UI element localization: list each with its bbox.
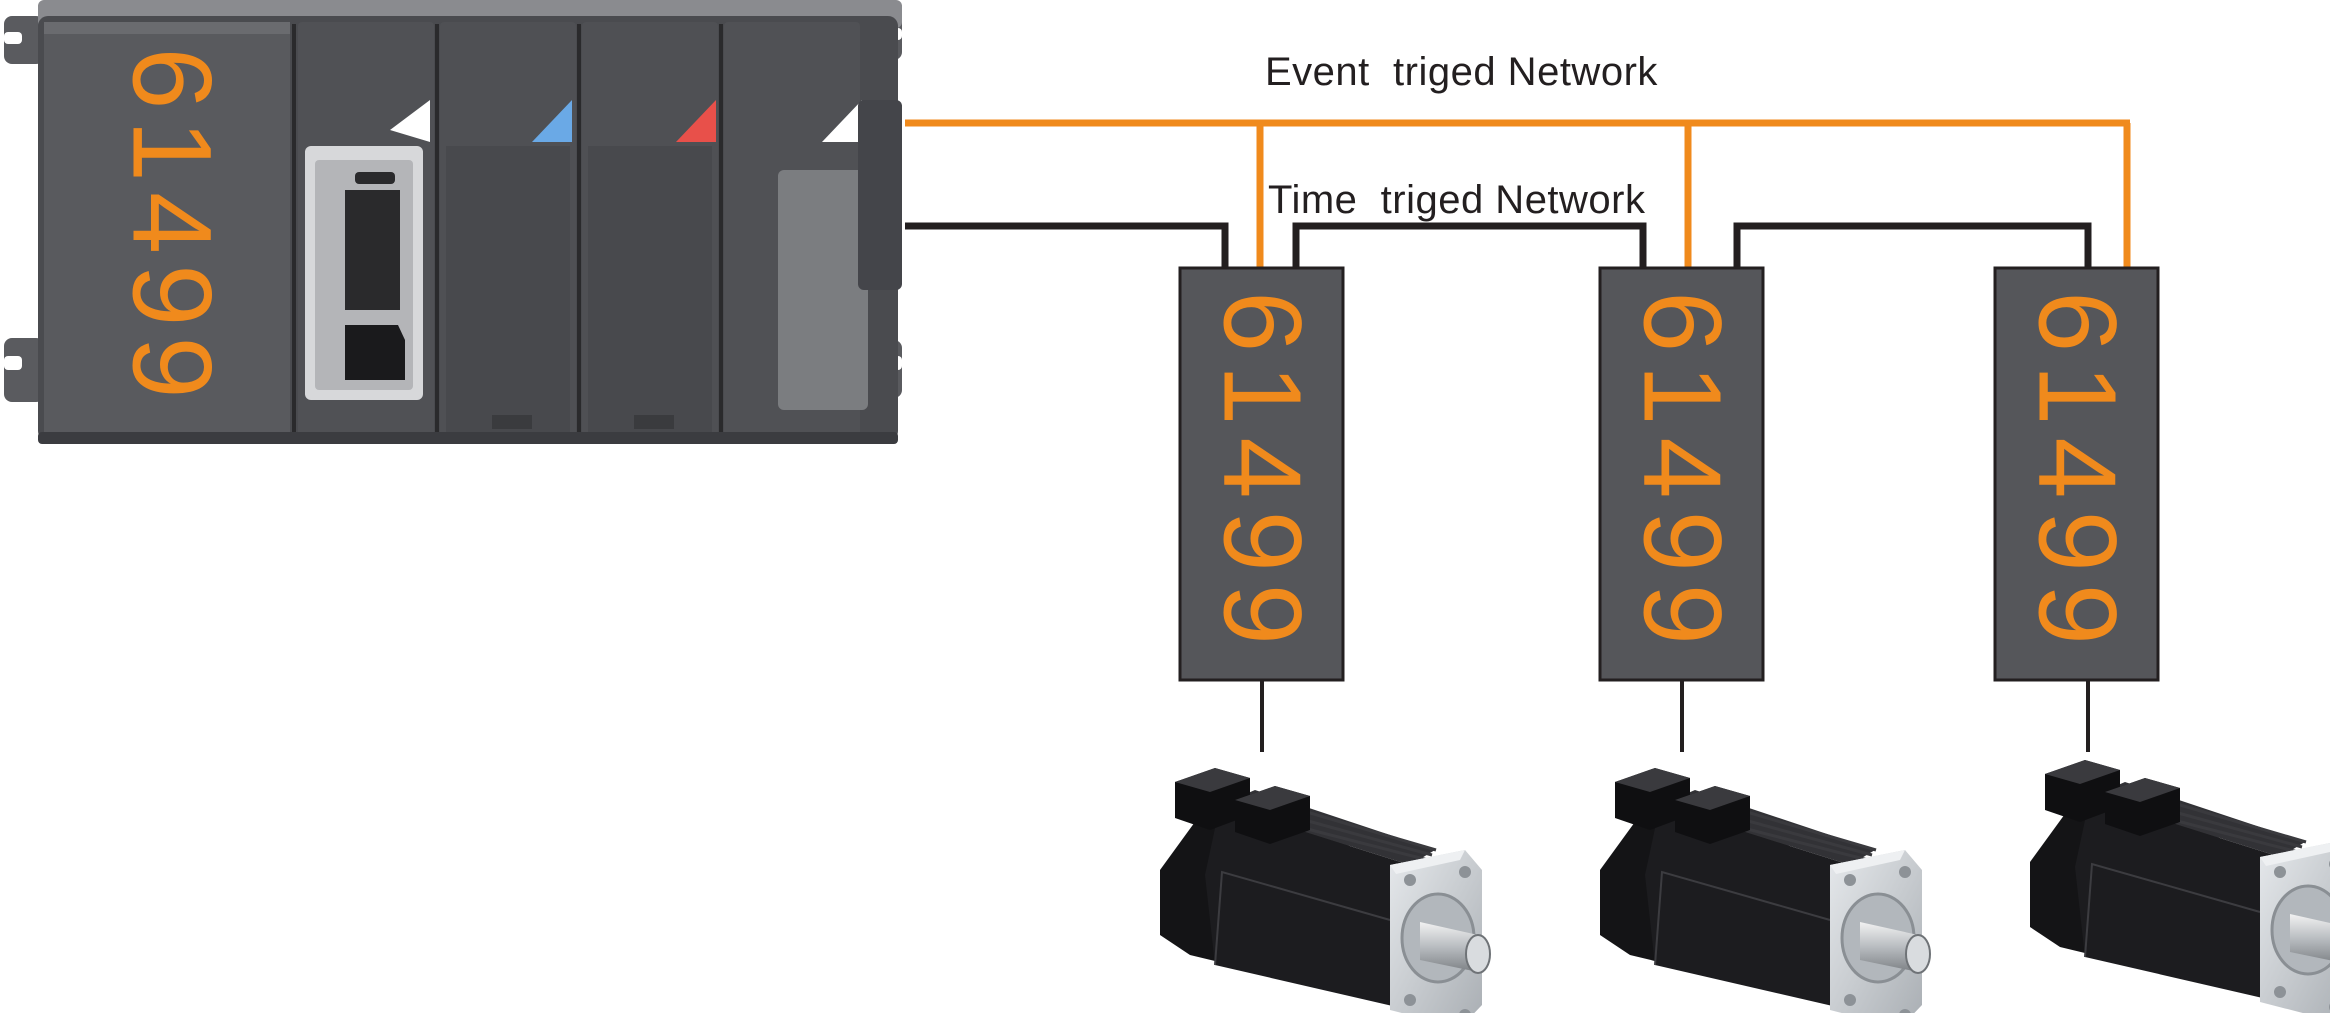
module-accent-blue xyxy=(532,100,572,142)
drive-1-code-text: 61499 xyxy=(1200,291,1324,657)
motor-cables xyxy=(1260,680,2090,752)
time-network-label: Time triged Network xyxy=(1268,178,1646,222)
module-accent-red xyxy=(676,100,716,142)
module-accent-white xyxy=(390,100,430,142)
drive-unit-3 xyxy=(1993,266,2160,682)
event-network-label: Event triged Network xyxy=(1265,50,1658,94)
servo-motor-2 xyxy=(1598,766,1932,1013)
servo-motor-1 xyxy=(1158,766,1492,1013)
event-network-bus xyxy=(905,119,2131,268)
plc-controller xyxy=(4,0,902,444)
time-network-bus xyxy=(905,222,2092,268)
servo-motor-3 xyxy=(2028,758,2330,1013)
plc-code-text: 61499 xyxy=(109,47,235,409)
drive-3-code-text: 61499 xyxy=(2015,291,2139,657)
drive-2-code-text: 61499 xyxy=(1620,291,1744,657)
